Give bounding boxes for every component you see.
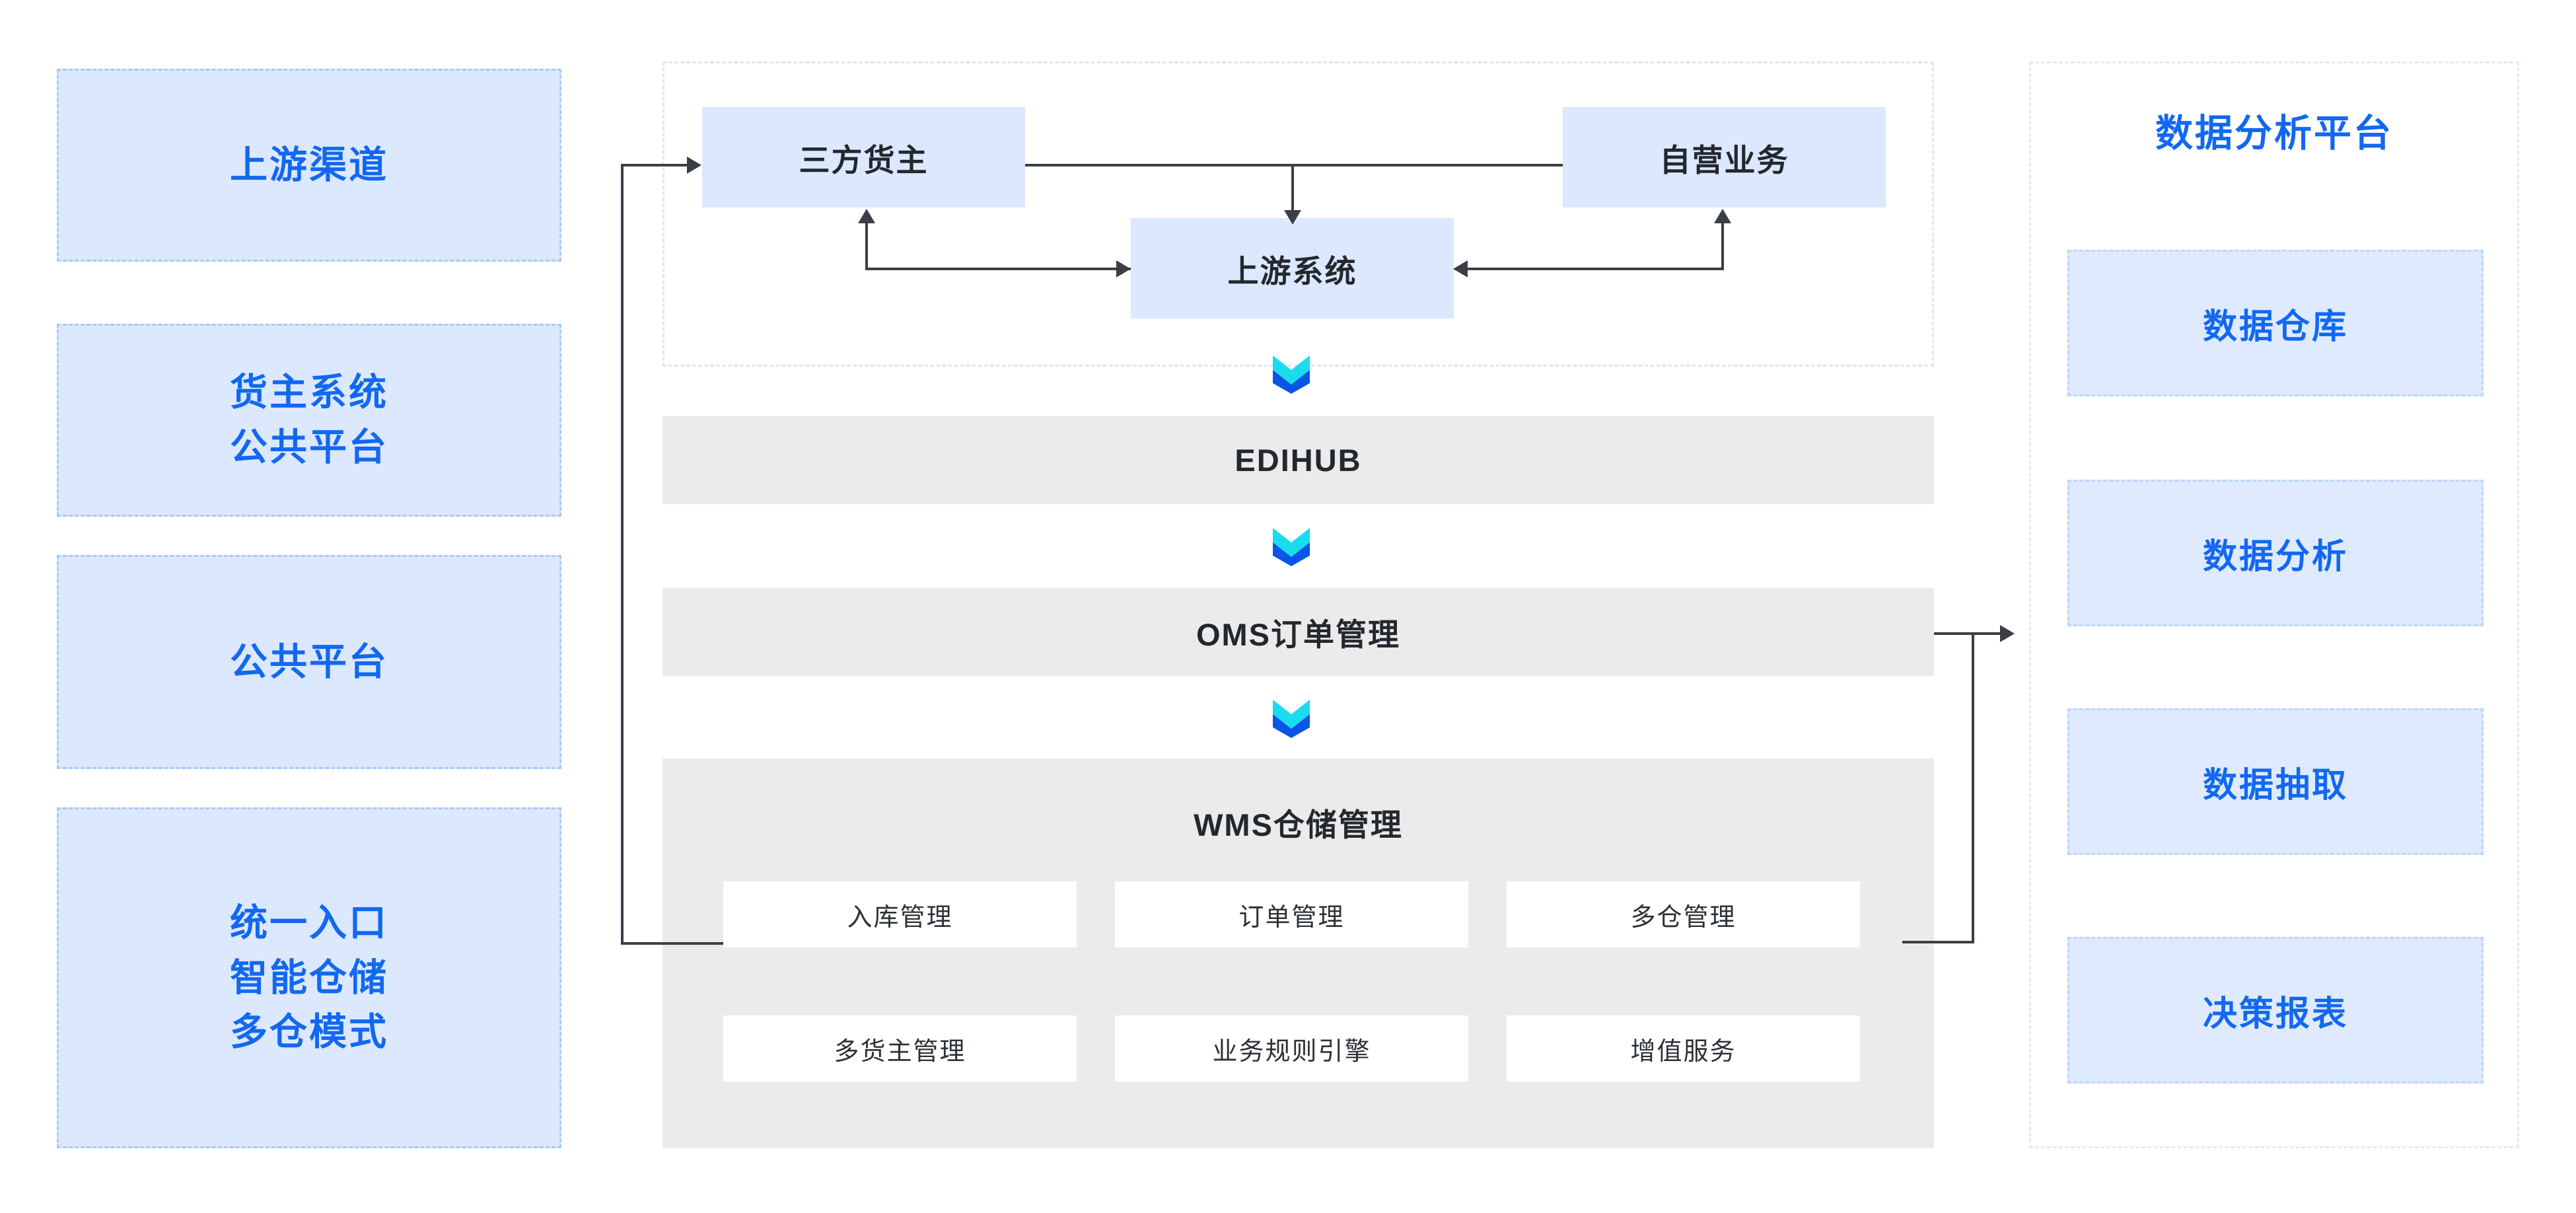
wms-cell-business-rule-engine[interactable]: 业务规则引擎 bbox=[1115, 1015, 1468, 1082]
arrowhead-up-self-business bbox=[1714, 209, 1731, 223]
connector-upstream-left-v bbox=[865, 222, 868, 268]
connector-right-loop-vertical bbox=[1972, 632, 1974, 943]
bar-label: EDIHUB bbox=[1234, 443, 1362, 478]
double-chevron-down-icon bbox=[1270, 697, 1312, 738]
right-tile-data-analysis[interactable]: 数据分析 bbox=[2067, 480, 2484, 626]
bar-label: OMS订单管理 bbox=[1196, 617, 1401, 652]
panel-wms: WMS仓储管理 bbox=[662, 758, 1934, 1148]
left-tile-public-platform[interactable]: 公共平台 bbox=[57, 555, 561, 769]
right-tile-label: 数据仓库 bbox=[2202, 307, 2348, 346]
arrowhead-up-shipper bbox=[858, 209, 875, 223]
left-tile-upstream-channel[interactable]: 上游渠道 bbox=[57, 69, 561, 262]
right-tile-label: 数据抽取 bbox=[2202, 766, 2348, 805]
wms-cell-label: 入库管理 bbox=[847, 903, 953, 932]
wms-cell-label: 多货主管理 bbox=[834, 1037, 966, 1066]
card-label: 自营业务 bbox=[1659, 142, 1789, 178]
connector-left-loop-bottom bbox=[621, 942, 723, 945]
connector-tee-down-to-upstream bbox=[1291, 164, 1294, 214]
left-tile-line: 货主系统 bbox=[230, 371, 388, 414]
left-tile-line: 多仓模式 bbox=[230, 1011, 388, 1054]
bar-oms-order-management[interactable]: OMS订单管理 bbox=[662, 588, 1934, 676]
arrowhead-left-upstream bbox=[1453, 260, 1468, 277]
card-upstream-system[interactable]: 上游系统 bbox=[1131, 218, 1454, 318]
right-tile-data-warehouse[interactable]: 数据仓库 bbox=[2067, 250, 2484, 396]
double-chevron-down-icon bbox=[1270, 525, 1312, 566]
connector-left-loop-top bbox=[621, 164, 687, 166]
left-tile-line: 公共平台 bbox=[230, 640, 388, 683]
card-label: 上游系统 bbox=[1227, 253, 1357, 289]
right-tile-data-extraction[interactable]: 数据抽取 bbox=[2067, 708, 2484, 855]
right-tile-label: 决策报表 bbox=[2202, 994, 2348, 1033]
wms-cell-order[interactable]: 订单管理 bbox=[1115, 881, 1468, 947]
panel-data-analytics: 数据分析平台 bbox=[2029, 61, 2519, 1148]
wms-cell-multi-shipper[interactable]: 多货主管理 bbox=[723, 1015, 1077, 1082]
wms-cell-label: 多仓管理 bbox=[1630, 903, 1736, 932]
left-tile-line: 公共平台 bbox=[230, 426, 388, 468]
wms-title: WMS仓储管理 bbox=[1194, 807, 1403, 842]
right-tile-label: 数据分析 bbox=[2202, 537, 2348, 576]
left-tile-line: 上游渠道 bbox=[230, 143, 388, 186]
double-chevron-down-icon bbox=[1270, 353, 1312, 394]
connector-upstream-right-v bbox=[1721, 222, 1724, 268]
connector-right-loop-bottom bbox=[1902, 941, 1974, 943]
wms-cell-label: 业务规则引擎 bbox=[1212, 1037, 1371, 1066]
connector-left-loop-vertical bbox=[621, 164, 624, 945]
connector-upstream-left-h bbox=[865, 268, 1131, 270]
bar-edihub[interactable]: EDIHUB bbox=[662, 416, 1934, 504]
arrowhead-right-upstream bbox=[1116, 260, 1131, 277]
left-tile-unified-entry[interactable]: 统一入口 智能仓储 多仓模式 bbox=[57, 807, 561, 1148]
arrowhead-right-into-analytics bbox=[2000, 625, 2015, 642]
card-label: 三方货主 bbox=[799, 142, 929, 178]
left-tile-shipper-system[interactable]: 货主系统 公共平台 bbox=[57, 324, 561, 517]
wms-cell-value-added-service[interactable]: 增值服务 bbox=[1507, 1015, 1860, 1082]
wms-cell-label: 增值服务 bbox=[1630, 1037, 1736, 1066]
connector-right-loop-top bbox=[1934, 632, 2000, 635]
wms-cell-label: 订单管理 bbox=[1238, 903, 1345, 932]
left-tile-line: 统一入口 bbox=[230, 902, 388, 945]
right-tile-decision-report[interactable]: 决策报表 bbox=[2067, 937, 2484, 1084]
left-tile-line: 智能仓储 bbox=[230, 956, 388, 999]
arrowhead-right-into-shipper bbox=[687, 157, 701, 174]
connector-upstream-right-h bbox=[1468, 268, 1724, 270]
arrowhead-down-upstream bbox=[1284, 210, 1301, 225]
card-self-operated-business[interactable]: 自营业务 bbox=[1563, 107, 1886, 207]
card-third-party-shipper[interactable]: 三方货主 bbox=[702, 107, 1025, 207]
panel-title: 数据分析平台 bbox=[2155, 112, 2393, 155]
connector-shipper-to-self bbox=[1025, 164, 1563, 166]
wms-cell-inbound[interactable]: 入库管理 bbox=[723, 881, 1077, 947]
wms-cell-multi-warehouse[interactable]: 多仓管理 bbox=[1507, 881, 1860, 947]
